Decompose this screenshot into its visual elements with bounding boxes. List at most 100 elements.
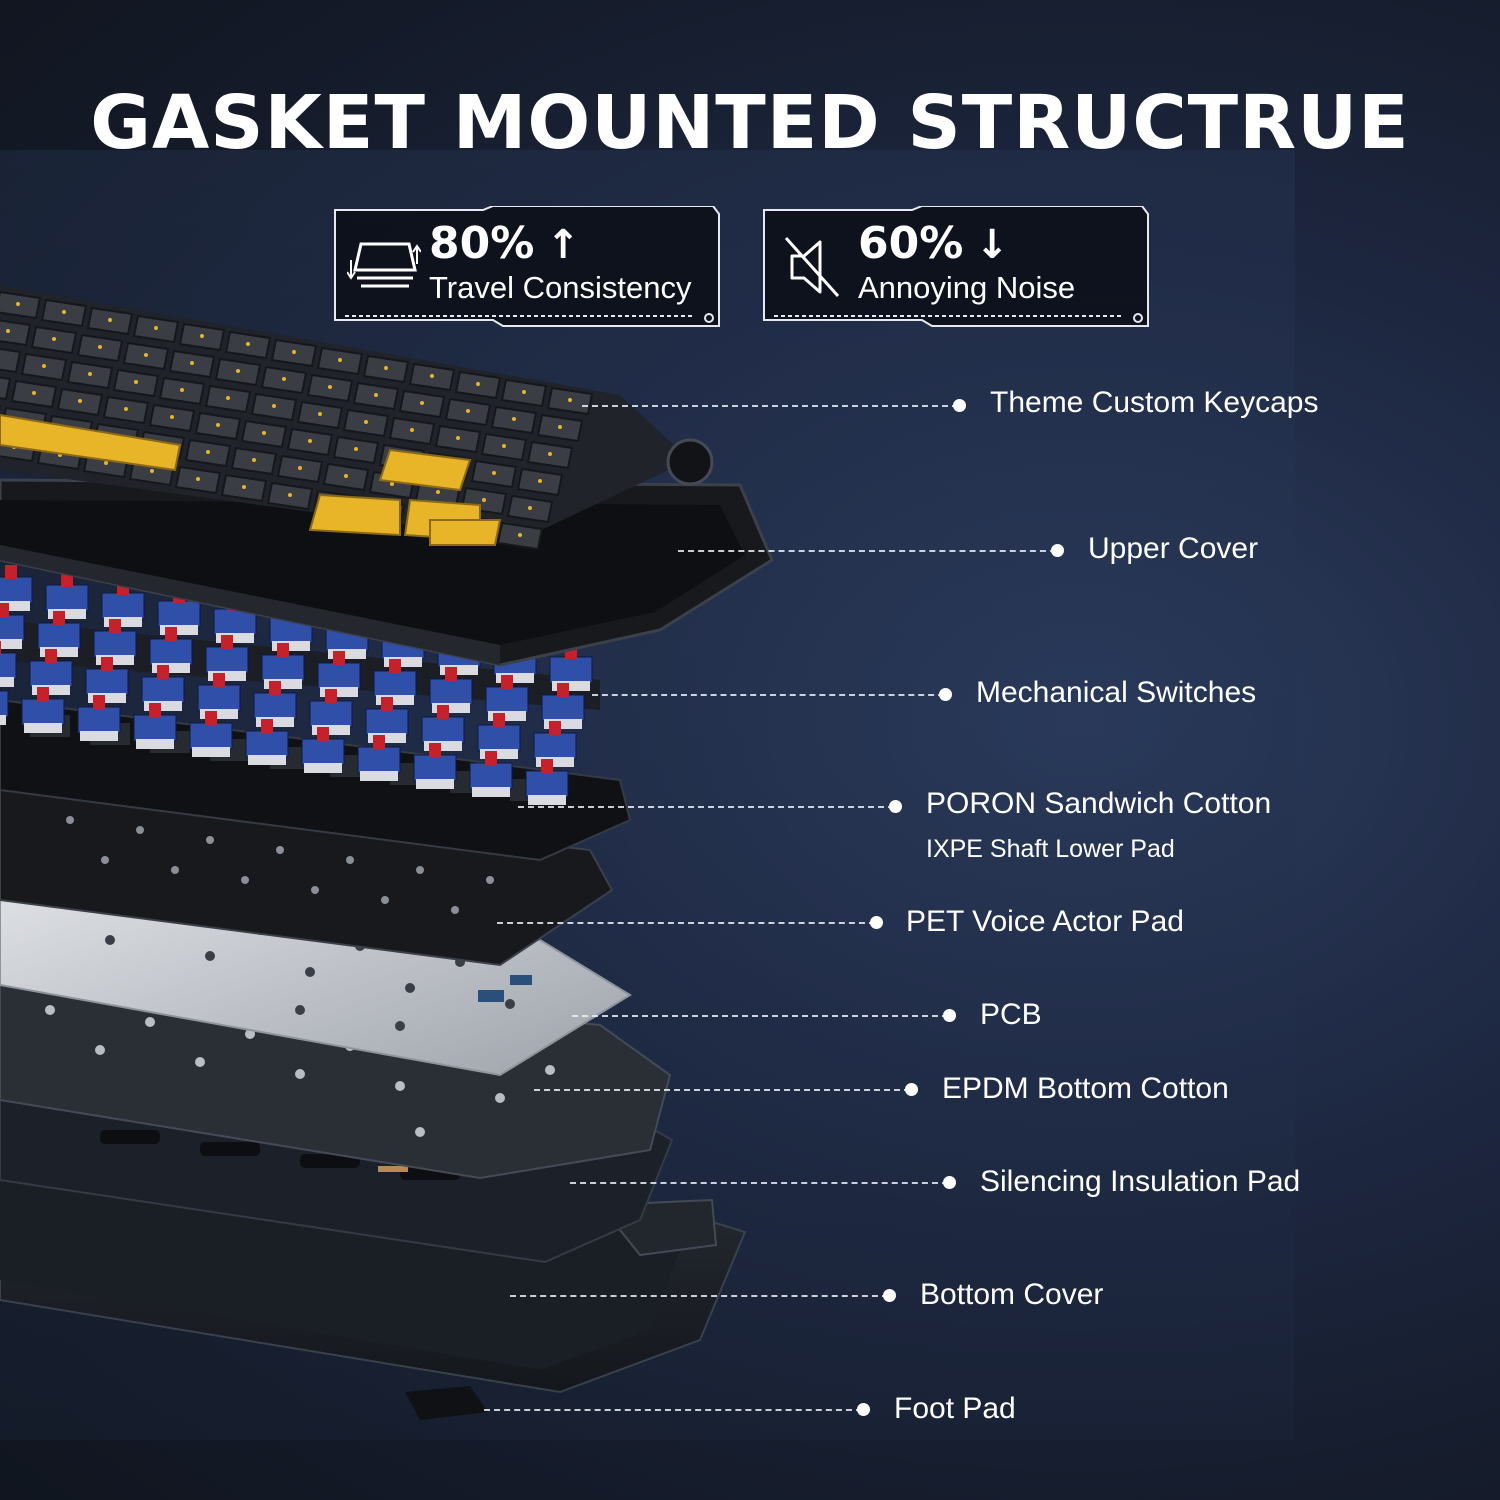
callout-line-silencing: [570, 1176, 956, 1189]
keycap-legend: [492, 471, 496, 475]
switch-housing: [469, 762, 513, 790]
switch-base: [136, 739, 174, 749]
switch-housing: [133, 714, 177, 742]
switch-housing: [213, 608, 257, 636]
keycap: [0, 319, 32, 347]
keycap-legend: [6, 329, 10, 333]
switch-stem: [429, 743, 441, 757]
switch-stem: [61, 573, 73, 587]
switch-base: [96, 655, 134, 665]
switch-housing: [37, 622, 81, 650]
layer-label-keycaps: Theme Custom Keycaps: [990, 386, 1319, 419]
switch-base: [368, 733, 406, 743]
switch-stem: [37, 687, 49, 701]
keycap-legend: [32, 391, 36, 395]
switch-stem: [373, 735, 385, 749]
switch-base: [88, 693, 126, 703]
keycap-legend: [42, 364, 46, 368]
switch-stem: [101, 657, 113, 671]
switch-stem: [541, 759, 553, 773]
switch-base: [480, 749, 518, 759]
keycap-legend: [190, 361, 194, 365]
switch-housing: [29, 660, 73, 688]
keycap: [0, 376, 12, 401]
keycap-legend: [328, 385, 332, 389]
keycap-legend: [410, 428, 414, 432]
switch-base: [80, 731, 118, 741]
switch-stem: [389, 659, 401, 673]
keycap-legend: [170, 415, 174, 419]
keycap-legend: [150, 469, 154, 473]
layer-label-poron: PORON Sandwich Cotton: [926, 787, 1272, 820]
switch-stem: [0, 641, 1, 655]
switch-housing: [421, 716, 465, 744]
switch-stem: [5, 565, 17, 579]
switch-base: [552, 681, 590, 691]
switch-stem: [557, 683, 569, 697]
arrow-down-icon: ↓: [975, 222, 1009, 268]
switch-base: [152, 663, 190, 673]
spacebar-yellow: [0, 413, 182, 472]
keycap-legend: [252, 458, 256, 462]
layer-label-switches: Mechanical Switches: [976, 676, 1257, 709]
callout-line-keycaps: [582, 399, 966, 412]
keycap-legend: [78, 399, 82, 403]
switch-housing: [301, 738, 345, 766]
keycap-legend: [548, 452, 552, 456]
switch-stem: [157, 665, 169, 679]
switch-stem: [53, 611, 65, 625]
keycap-legend: [318, 412, 322, 416]
keycap-legend: [246, 342, 250, 346]
switch-housing: [365, 708, 409, 736]
keycap-legend: [16, 302, 20, 306]
keycap-legend: [298, 466, 302, 470]
keycap-legend: [308, 439, 312, 443]
switch-base: [248, 755, 286, 765]
callout-line-bottom-cover: [510, 1289, 896, 1302]
callout-line-foot-pad: [484, 1403, 870, 1416]
switch-stem: [109, 619, 121, 633]
switch-housing: [309, 700, 353, 728]
keycap-legend: [206, 450, 210, 454]
keycap-legend: [538, 479, 542, 483]
switch-base: [328, 649, 366, 659]
switch-housing: [157, 600, 201, 628]
switch-base: [160, 625, 198, 635]
keycap-legend: [52, 337, 56, 341]
switch-base: [376, 695, 414, 705]
switch-stem: [549, 721, 561, 735]
switch-housing: [85, 668, 129, 696]
layer-sublabel-ixpe: IXPE Shaft Lower Pad: [926, 835, 1175, 863]
keycap-legend: [288, 493, 292, 497]
switch-base: [432, 703, 470, 713]
switch-housing: [549, 656, 593, 684]
switch-base: [472, 787, 510, 797]
switch-housing: [93, 630, 137, 658]
keycap-legend: [482, 498, 486, 502]
switch-housing: [0, 576, 33, 604]
switch-housing: [0, 614, 25, 642]
keycap-legend: [354, 447, 358, 451]
page-title: GASKET MOUNTED STRUCTRUE: [90, 80, 1410, 166]
keycap-legend: [466, 409, 470, 413]
switch-housing: [77, 706, 121, 734]
switch-housing: [253, 692, 297, 720]
switch-housing: [205, 646, 249, 674]
callout-line-pet: [497, 916, 883, 929]
switch-stem: [221, 635, 233, 649]
switch-housing: [45, 584, 89, 612]
switch-housing: [541, 694, 585, 722]
layer-label-foot-pad: Foot Pad: [894, 1392, 1016, 1425]
switch-housing: [149, 638, 193, 666]
stat-label: Annoying Noise: [858, 270, 1076, 305]
switch-base: [272, 641, 310, 651]
keycap-legend: [226, 396, 230, 400]
keycap-legend: [436, 490, 440, 494]
switch-housing: [189, 722, 233, 750]
keycap-legend: [476, 382, 480, 386]
switch-base: [496, 673, 534, 683]
keycap-legend: [430, 374, 434, 378]
switch-base: [40, 647, 78, 657]
